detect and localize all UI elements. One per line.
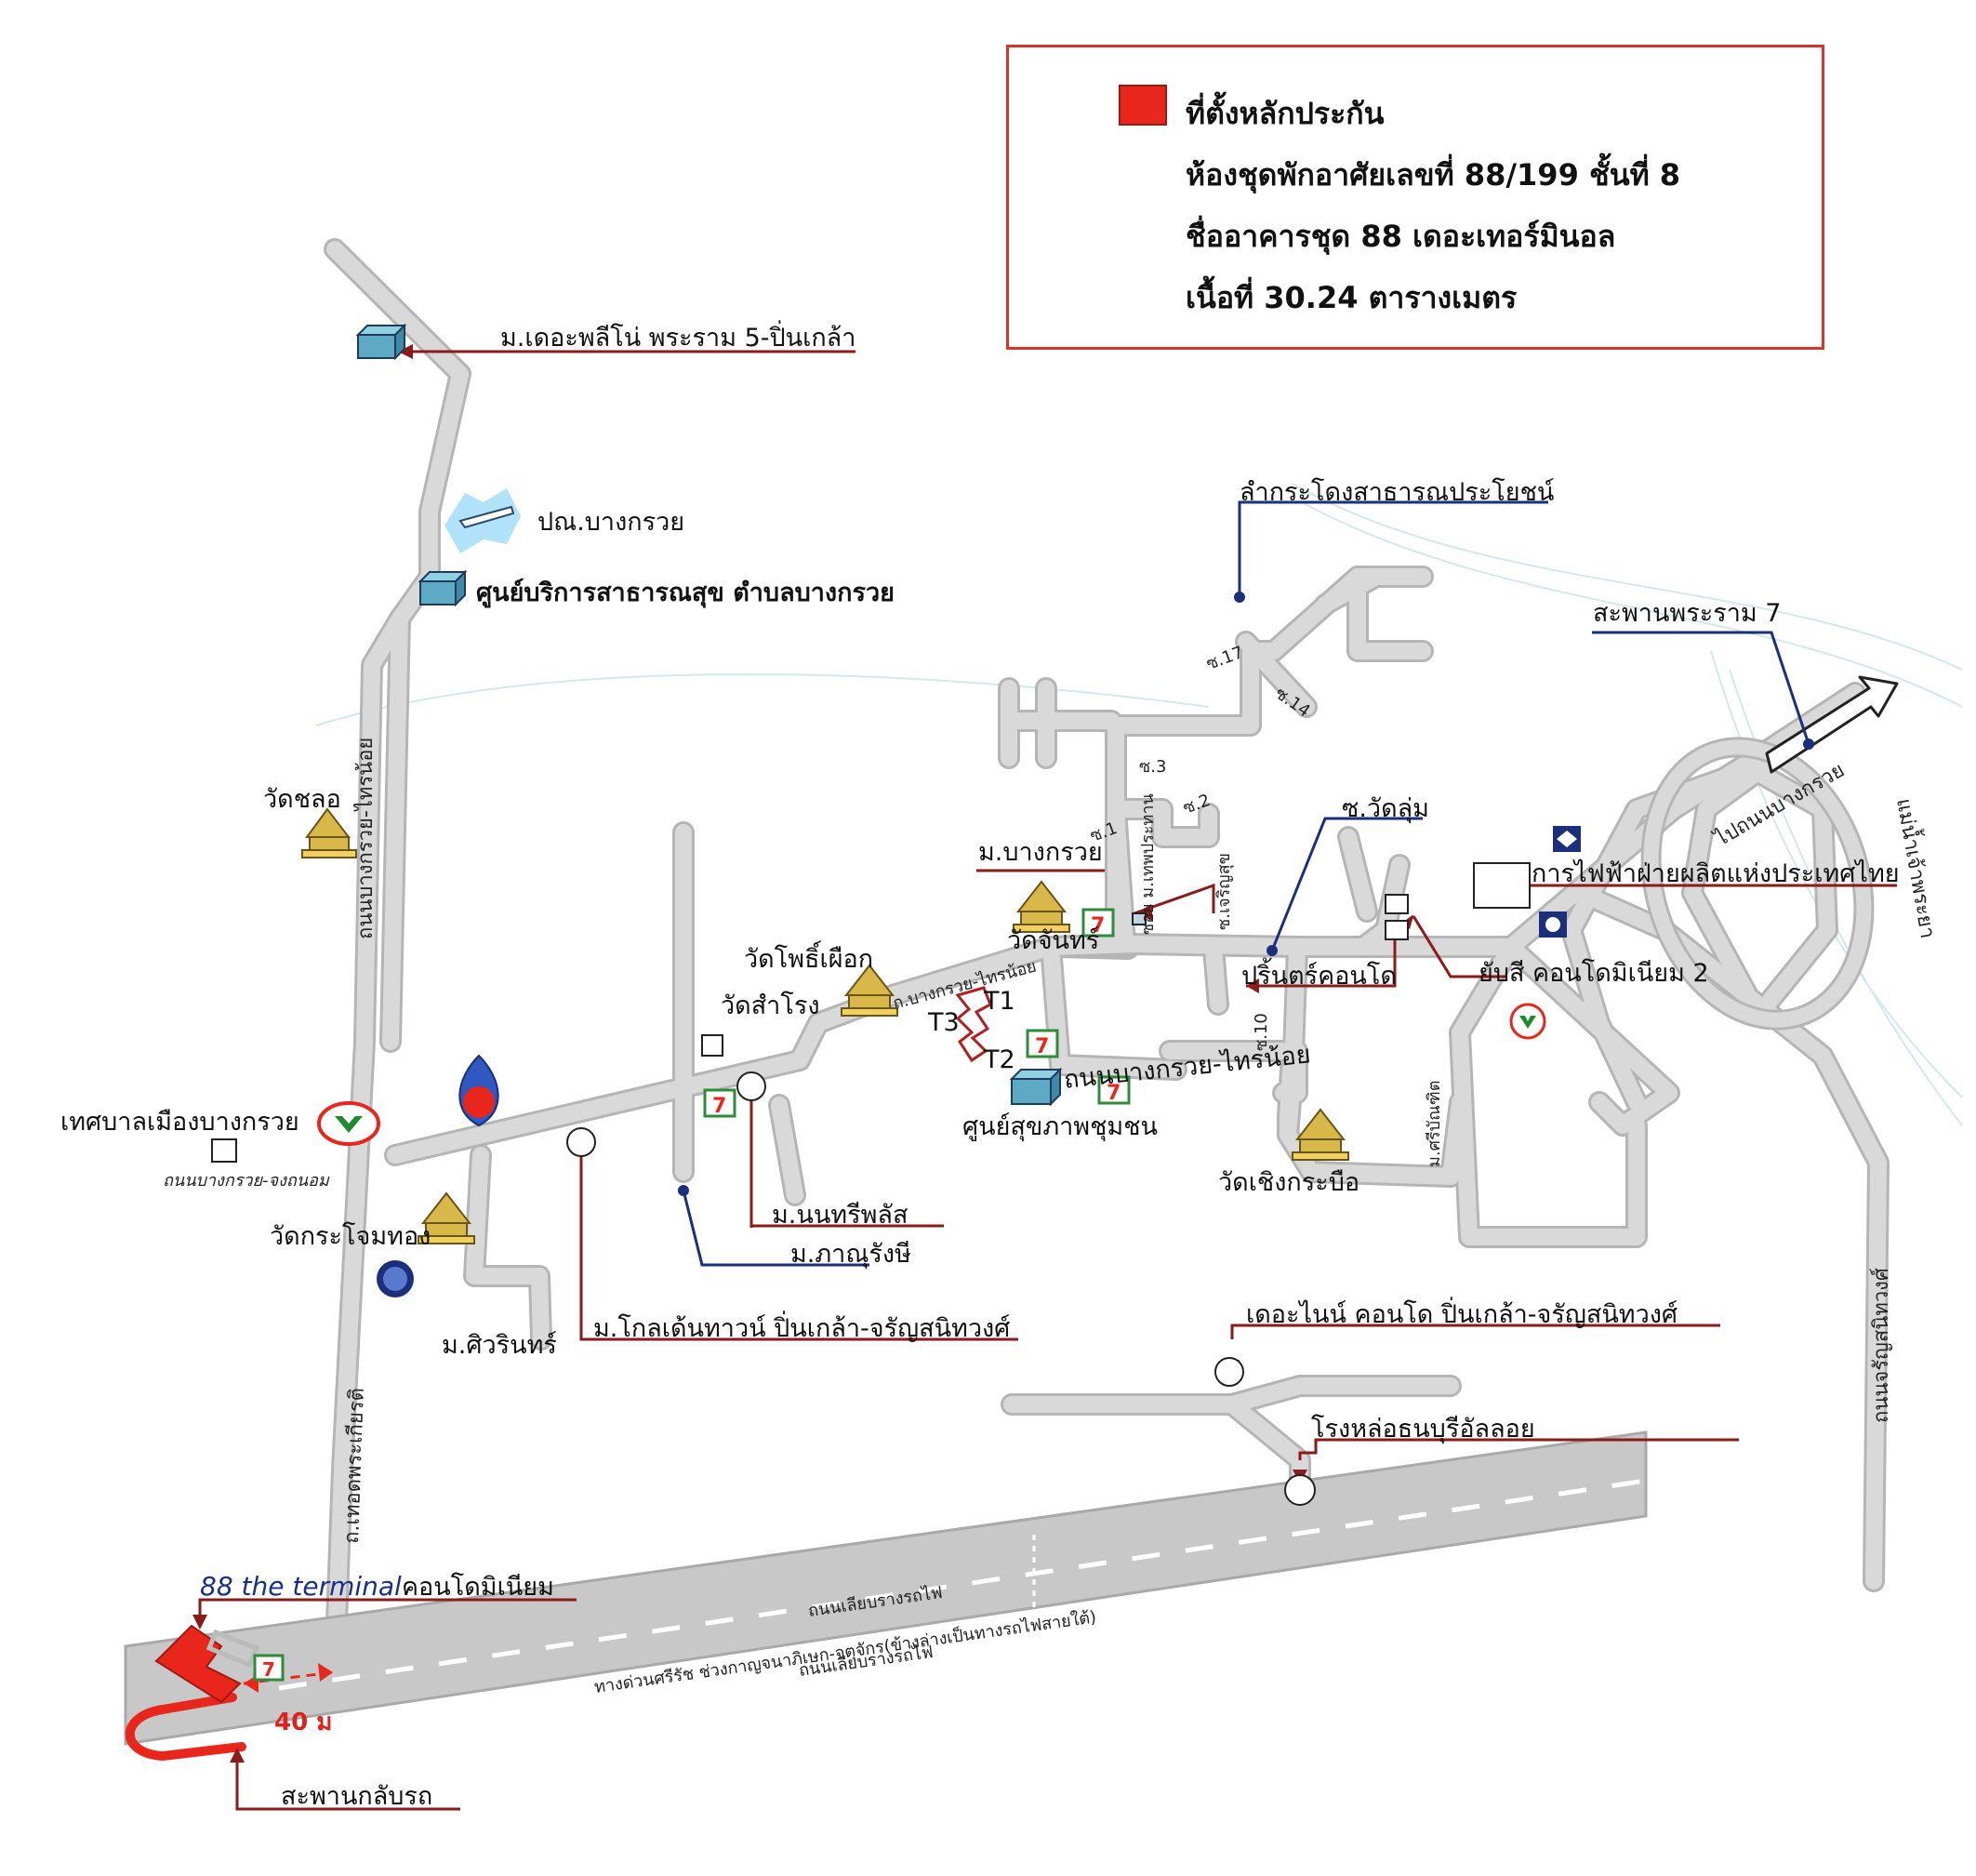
label-soi-thepprathan: ซอย ม.เทพประทาน [1138,793,1158,935]
label-wat-samrong: วัดสำโรง [721,991,820,1020]
label-post: ปณ.บางกรวย [537,508,684,537]
label-drain: ลำกระโดงสาธารณประโยชน์ [1240,477,1555,507]
label-t2: T2 [983,1045,1015,1074]
label-wat-krachomthong: วัดกระโจมทอง [270,1222,431,1251]
label-terminal-th: คอนโดมิเนียม [402,1573,554,1602]
label-m-golden-town: ม.โกลเด้นทาวน์ ปิ่นเกล้า-จรัญสนิทวงศ์ [593,1311,1010,1343]
label-road-v1: ถนนบางกรวย-ไทรน้อย [353,738,378,939]
location-circle-icon [1284,1474,1316,1506]
label-health-center: ศูนย์บริการสาธารณสุข ตำบลบางกรวย [476,578,895,608]
label-u-turn-bridge: สะพานกลับรถ [281,1782,432,1811]
label-m-nonthreeplus: ม.นนทรีพลัส [772,1201,908,1230]
temple-icon [418,1191,475,1244]
post-envelope-icon [444,488,521,553]
seven-eleven-icon: 7 [1026,1029,1059,1058]
label-rama7: สะพานพระราม 7 [1593,599,1781,628]
label-egat: การไฟฟ้าฝ่ายผลิตแห่งประเทศไทย [1532,859,1900,888]
label-thepphrakiat: ถ.เทอดพระเกียรติ [340,1388,369,1545]
label-plenio: ม.เดอะพลีโน่ พระราม 5-ปิ่นเกล้า [500,320,855,353]
svg-text:7: 7 [262,1658,275,1681]
building-cube-icon [355,323,407,361]
label-soi3: ซ.3 [1139,757,1166,777]
seven-eleven-icons: 7 7 7 7 7 [253,908,1131,1682]
temple-icon [1292,1108,1349,1161]
kbank-icon [1509,1003,1546,1040]
label-distance: 40 ม [274,1709,332,1736]
building-cube-icon [418,569,468,607]
temple-icon [1013,880,1070,933]
label-soi-charoensuk: ซ.เจริญสุข [1214,853,1234,930]
label-t3: T3 [927,1008,960,1037]
svg-text:7: 7 [1035,1035,1049,1058]
building-cube-icon [1009,1067,1063,1107]
leader-lines-red [198,350,1897,1811]
t-building-icon [955,986,992,1063]
seven-eleven-icon: 7 [1097,1075,1131,1105]
label-sribunchit: ม.ศรีบัณฑิต [1425,1081,1444,1167]
svg-text:7: 7 [1107,1082,1121,1105]
svg-text:7: 7 [1091,914,1105,938]
label-m-phanrungsi: ม.ภาณุรังษี [790,1240,911,1270]
legend-building: ชื่ออาคารชุด 88 เดอะเทอร์มินอล [1186,219,1616,254]
legend-area: เนื้อที่ 30.24 ตารางเมตร [1186,280,1518,315]
temple-icon [841,964,898,1017]
label-soi-watlum: ซ.วัดลุ่ม [1342,794,1429,824]
label-wat-chan: วัดจันทร์ [1007,925,1099,955]
label-the-nine: เดอะไนน์ คอนโด ปิ่นเกล้า-จรัญสนิทวงศ์ [1246,1297,1678,1329]
seven-eleven-icon: 7 [1081,908,1115,938]
expressway [124,1430,1648,1746]
svg-text:7: 7 [712,1095,726,1118]
label-soi10: ซ.10 [1252,1013,1271,1051]
ptt-icon [458,1054,499,1127]
label-foundry: โรงหล่อธนบุรีอัลลอย [1311,1415,1535,1444]
location-circle-icon [1214,1357,1244,1387]
label-road-chongthanom: ถนนบางกรวย-จงถนอม [163,1171,330,1191]
temple-icon [301,807,357,858]
seven-eleven-icon: 7 [253,1654,285,1682]
location-markers [211,862,1531,1506]
label-prince-condo: ปริ้นตร์คอนโด [1241,957,1397,991]
label-municipality: เทศบาลเมืองบางกรวย [60,1108,299,1137]
label-terminal-en: 88 the terminal [200,1571,402,1602]
label-charan-road: ถนนจรัญสนิทวงศ์ [1870,1268,1893,1423]
location-circle-icon [566,1127,596,1157]
label-wat-chalo: วัดชลอ [263,785,341,814]
kbank-icon [317,1101,380,1146]
bank-icon [377,826,1581,1297]
location-circle-icon [736,1071,766,1101]
label-wat-choengkrabue: วัดเชิงกระบือ [1218,1168,1359,1197]
legend-box: ที่ตั้งหลักประกัน ห้องชุดพักอาศัยเลขที่ … [1006,45,1824,350]
label-wat-phopueak: วัดโพธิ์เผือก [744,940,873,974]
legend-title: ที่ตั้งหลักประกัน [1186,96,1385,131]
leader-lines-blue [682,500,1810,1267]
temple-icons [301,807,1349,1244]
condo-footprint-icon[interactable] [154,1624,242,1704]
label-yubsi: ยับสี คอนโดมิเนียม 2 [1479,959,1709,988]
collateral-swatch-icon [1119,85,1167,126]
legend-unit: ห้องชุดพักอาศัยเลขที่ 88/199 ชั้นที่ 8 [1186,157,1681,193]
label-t1: T1 [983,987,1015,1016]
label-m-bangkruai: ม.บางกรวย [978,838,1103,867]
seven-eleven-icon: 7 [703,1088,736,1118]
label-m-siwarin: ม.ศิวรินทร์ [442,1330,557,1360]
label-community-health: ศูนย์สุขภาพชุมชน [962,1111,1158,1142]
